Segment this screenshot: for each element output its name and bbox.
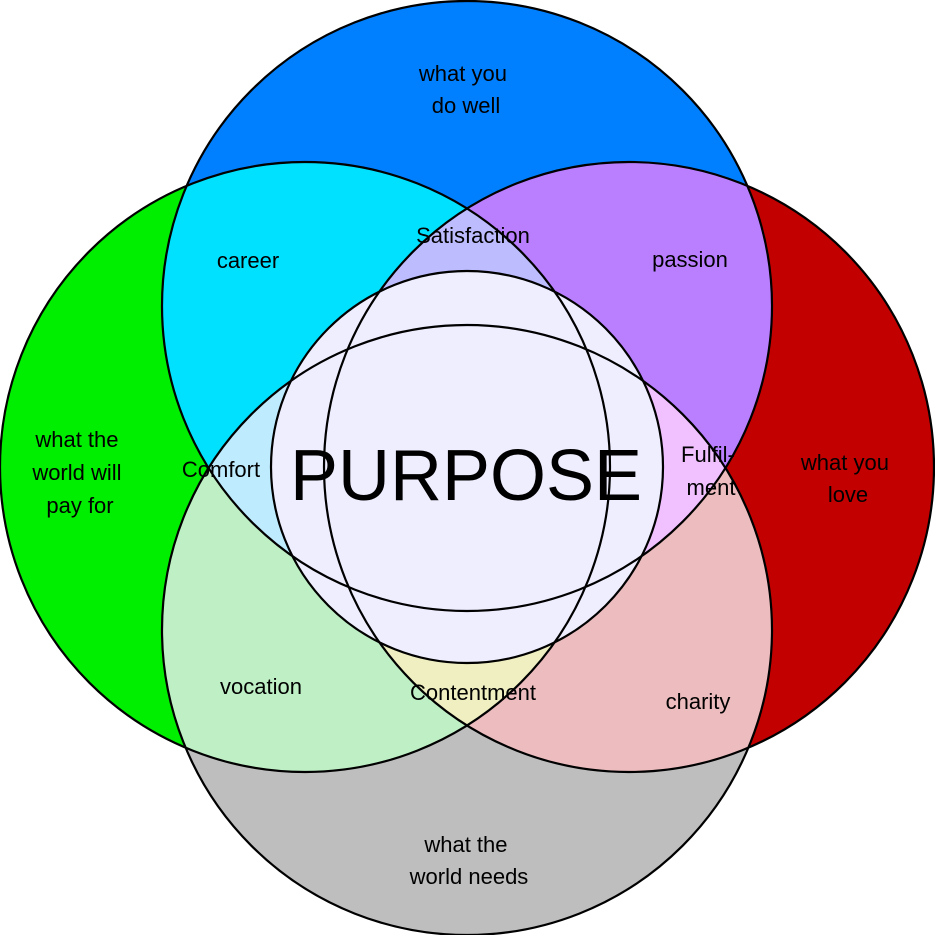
label-vocation: vocation (220, 674, 302, 699)
label-charity: charity (666, 689, 731, 714)
label-love: what you love (800, 450, 895, 507)
region-purpose (271, 271, 663, 663)
label-comfort: Comfort (182, 457, 260, 482)
label-pay-for: what the world will pay for (31, 427, 127, 518)
label-satisfaction: Satisfaction (416, 223, 530, 248)
label-contentment: Contentment (410, 680, 536, 705)
label-passion: passion (652, 247, 728, 272)
label-needs: what the world needs (409, 832, 529, 889)
label-purpose: PURPOSE (290, 436, 642, 516)
label-fulfilment: Fulfil- ment (681, 442, 741, 500)
label-career: career (217, 248, 279, 273)
label-do-well: what you do well (418, 61, 513, 118)
